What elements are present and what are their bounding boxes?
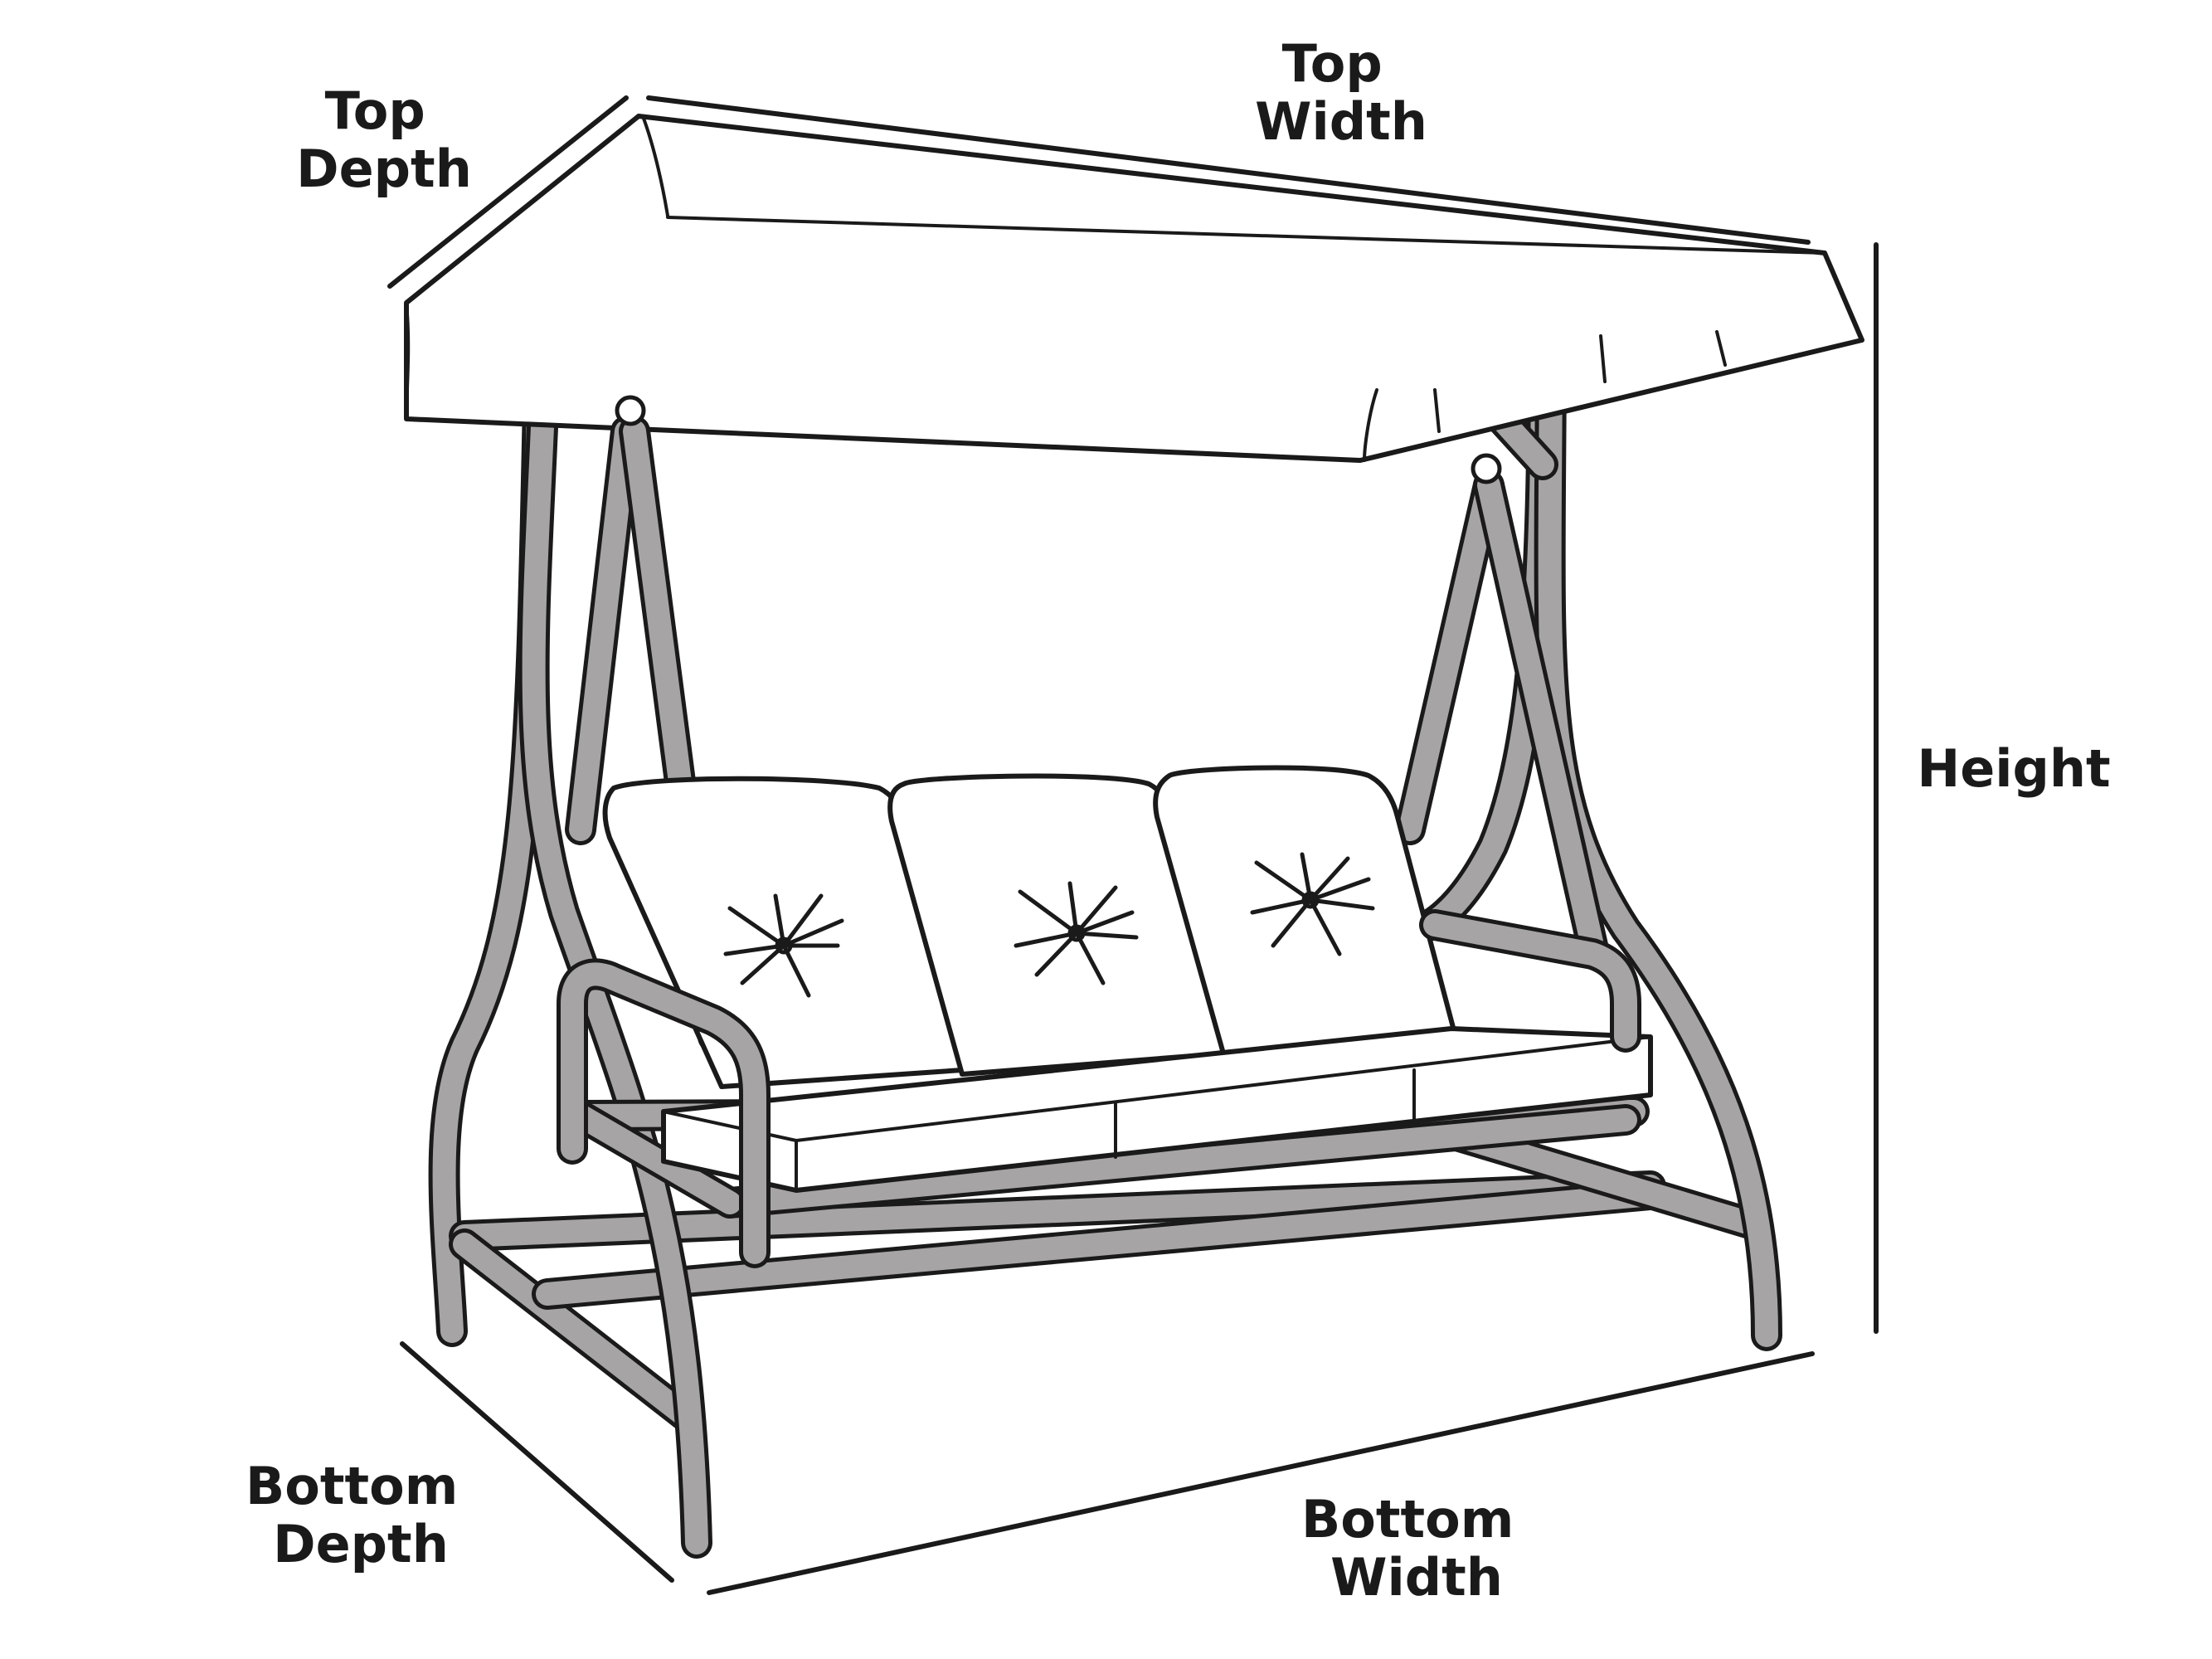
bottom-width-line <box>707 1351 1815 1595</box>
bottom-depth-line <box>400 1341 674 1583</box>
canopy <box>404 114 1864 463</box>
height-label: Height <box>1917 738 2110 799</box>
left-armrest <box>557 958 771 1268</box>
top-depth-line <box>387 95 629 289</box>
top-width-line <box>646 95 1811 245</box>
right-armrest <box>1419 909 1641 1053</box>
dimension-lines <box>387 95 1879 1595</box>
porch-swing-illustration <box>404 114 1864 1559</box>
front-right-leg <box>1534 316 1782 1351</box>
bottom-width-label: Bottom Width <box>1301 1489 1532 1608</box>
bottom-depth-label: Bottom Depth <box>246 1456 476 1574</box>
tuft-middle <box>1014 881 1139 985</box>
top-depth-label: Top Depth <box>296 80 472 199</box>
front-left-leg <box>518 283 712 1559</box>
hanging-chains <box>565 395 1608 1053</box>
seat-cushions <box>661 1026 1653 1193</box>
tuft-left <box>723 893 844 998</box>
dimension-labels: Top Depth Top Width Height Bottom Depth … <box>246 33 2111 1608</box>
tuft-right <box>1250 852 1375 956</box>
back-cushions <box>602 765 1458 1089</box>
top-width-label: Top Width <box>1255 33 1427 152</box>
